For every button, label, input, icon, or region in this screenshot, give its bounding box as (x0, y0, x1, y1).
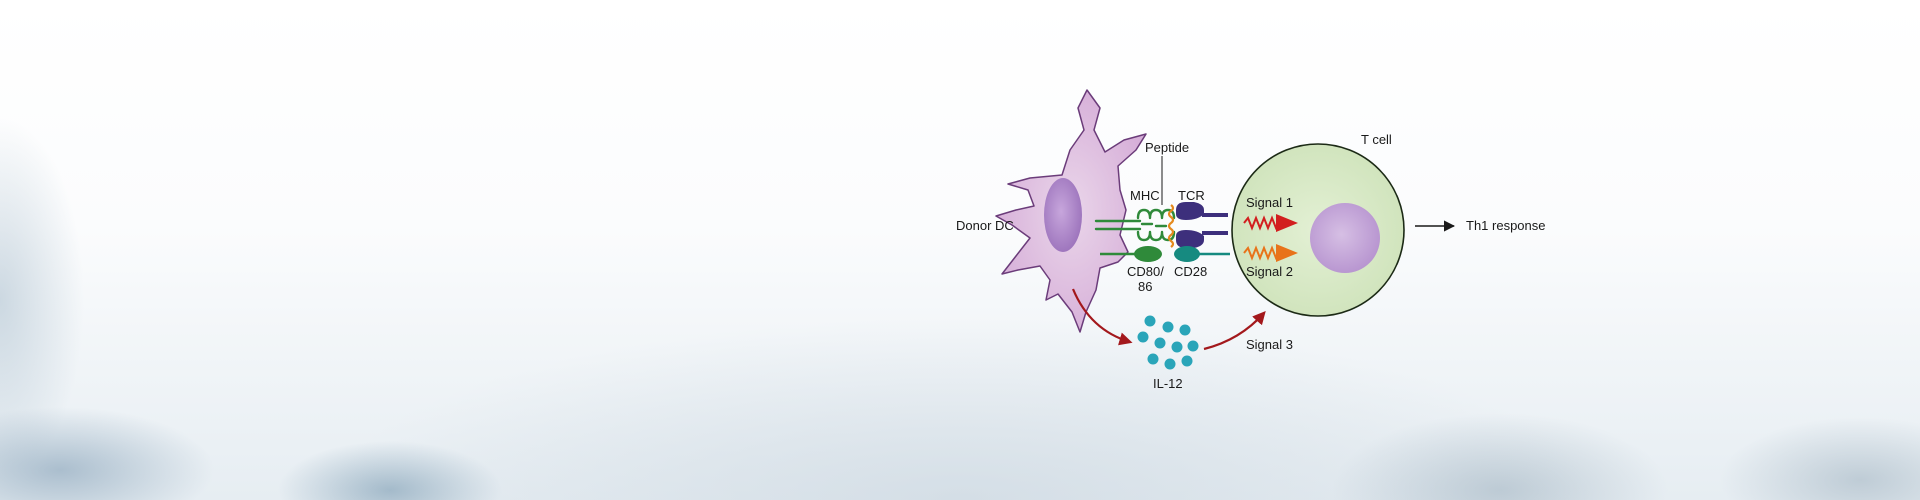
th1-response-label: Th1 response (1466, 218, 1546, 233)
peptide-label: Peptide (1145, 140, 1189, 155)
peptide (1167, 204, 1175, 248)
signal3-label: Signal 3 (1246, 337, 1293, 352)
donor-dc-label: Donor DC (956, 218, 1014, 233)
cd80-label-line1: CD80/ (1127, 264, 1164, 279)
mhc-molecule (1094, 208, 1176, 242)
tcr-receptor (1176, 202, 1228, 248)
cd80-label-line2: 86 (1138, 279, 1152, 294)
il12-cluster (1137, 315, 1199, 370)
cd28-molecule (1174, 246, 1200, 262)
mhc-label: MHC (1130, 188, 1160, 203)
signal2-label: Signal 2 (1246, 264, 1293, 279)
signal1-arrow (1243, 214, 1298, 232)
cd80-86-molecule (1134, 246, 1162, 262)
il12-label: IL-12 (1153, 376, 1183, 391)
signal3-arrow (1203, 311, 1266, 351)
dc-nucleus (1044, 178, 1082, 252)
t-cell-label: T cell (1361, 132, 1392, 147)
signal1-label: Signal 1 (1246, 195, 1293, 210)
tcr-label: TCR (1178, 188, 1205, 203)
cd28-label: CD28 (1174, 264, 1207, 279)
dc-to-il12-arrow (1071, 288, 1133, 346)
signal2-arrow (1243, 244, 1298, 262)
t-cell-nucleus (1310, 203, 1380, 273)
